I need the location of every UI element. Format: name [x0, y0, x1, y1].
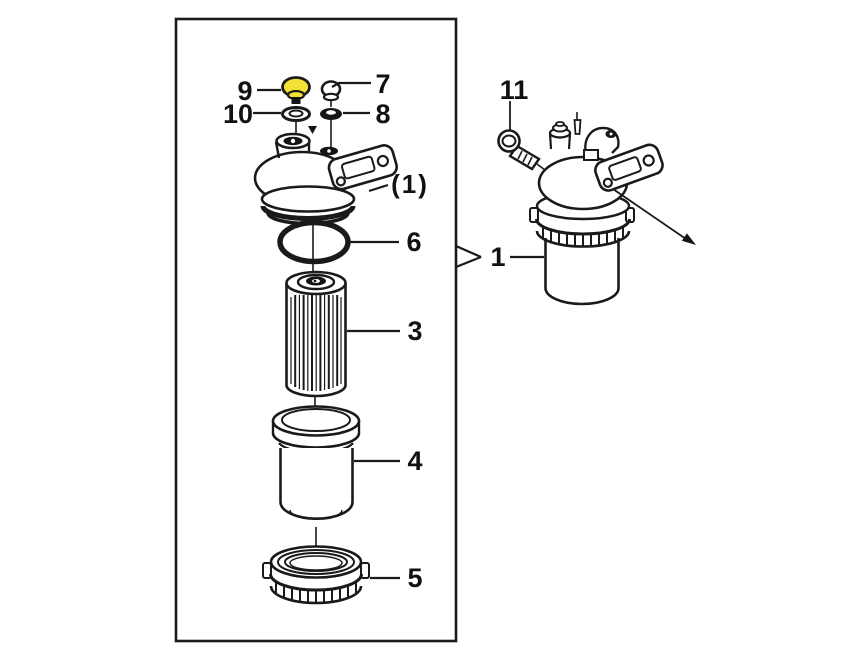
ring-nut-ribs — [275, 581, 357, 603]
ring-nut-left-lug — [262, 562, 272, 579]
assembled-ring-nut-ribs — [542, 226, 624, 247]
callout-9[interactable]: 9 — [237, 76, 252, 106]
head-mount-bracket — [327, 144, 398, 191]
part-6-o-ring[interactable] — [277, 219, 351, 265]
callout-8[interactable]: 8 — [375, 99, 390, 129]
callout-1-pointer — [455, 244, 544, 269]
assembled-filter-view: 11 1 — [455, 75, 696, 306]
callout-10[interactable]: 10 — [223, 99, 253, 129]
part-9-plug[interactable] — [281, 76, 311, 105]
part-5-ring-nut[interactable] — [262, 545, 370, 605]
callout-6[interactable]: 6 — [406, 227, 421, 257]
part-4-bowl[interactable] — [271, 405, 361, 520]
part-1-assembled-filter[interactable] — [529, 112, 696, 306]
bolt-threads — [517, 150, 533, 166]
part-1-filter-head[interactable] — [253, 126, 399, 226]
assembled-mount-bracket — [594, 143, 664, 192]
part-9-plug-neck — [291, 97, 301, 104]
callout-1[interactable]: 1 — [490, 242, 505, 272]
callout-11[interactable]: 11 — [500, 75, 529, 105]
head-cast-pointer — [308, 126, 317, 134]
assembled-center-stud — [573, 119, 582, 135]
exploded-view-box-outline — [174, 17, 458, 643]
callout-1-head-ref[interactable]: (1) — [391, 169, 429, 199]
callout-4[interactable]: 4 — [407, 446, 422, 476]
part-10-washer[interactable] — [281, 106, 311, 122]
callout-leader-lines — [253, 81, 400, 580]
assembled-bowl — [544, 238, 620, 306]
mounting-direction-arrow — [612, 188, 696, 245]
part-8-washer[interactable] — [320, 108, 342, 120]
callout-3[interactable]: 3 — [407, 316, 422, 346]
element-pleats — [290, 295, 342, 391]
part-3-filter-element[interactable] — [285, 270, 347, 398]
ring-nut-right-lug — [360, 562, 370, 579]
callout-5[interactable]: 5 — [407, 563, 422, 593]
callout-7[interactable]: 7 — [375, 69, 390, 99]
